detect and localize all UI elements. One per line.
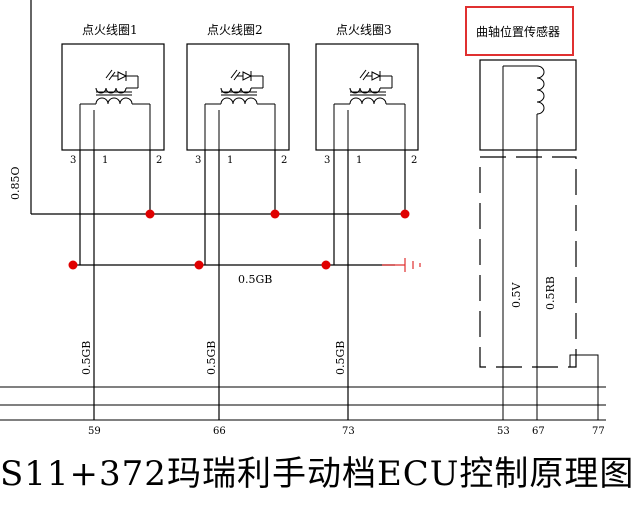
coil-label: 点火线圈3	[336, 23, 392, 37]
coil-windings-icon	[349, 69, 393, 105]
coil-pin-3: 3	[70, 155, 76, 166]
coil-wires	[73, 150, 406, 420]
ecu-pin-77: 77	[592, 426, 605, 437]
coil-windings-icon	[95, 69, 139, 105]
coil-pin-3: 3	[324, 155, 330, 166]
coil-pin-2: 2	[411, 155, 417, 166]
coil-windings-icon	[220, 69, 264, 105]
coil-pin-1: 1	[227, 155, 233, 166]
ignition-coil-3: 点火线圈3 3 1 2	[315, 23, 419, 166]
ecu-connector-lines	[0, 386, 606, 421]
diagram-title: S11+372玛瑞利手动档ECU控制原理图	[0, 454, 634, 494]
junction-dots	[68, 209, 410, 270]
junction-dot	[145, 209, 155, 219]
wiring-diagram: 0.85O 点火线圈1 3 1 2 点火线圈2	[0, 0, 606, 437]
sensor-label: 曲轴位置传感器	[476, 24, 560, 39]
junction-dot	[68, 260, 78, 270]
drop-label-2: 0.5GB	[205, 341, 218, 375]
ecu-pin-59: 59	[88, 426, 101, 437]
feed-wire-label: 0.85O	[9, 166, 22, 200]
coil-pin-3: 3	[195, 155, 201, 166]
coil-pin-1: 1	[356, 155, 362, 166]
sensor-coil-icon	[536, 65, 545, 115]
coil-pin-2: 2	[156, 155, 162, 166]
sensor-wire-label-1: 0.5V	[510, 282, 523, 308]
junction-dot	[194, 260, 204, 270]
coil-pin-2: 2	[281, 155, 287, 166]
ground-symbol-icon	[382, 258, 421, 272]
drop-label-1: 0.5GB	[80, 341, 93, 375]
sensor-highlight-box	[465, 6, 574, 56]
coil-pin-1: 1	[102, 155, 108, 166]
sensor-shield	[479, 156, 577, 368]
ecu-pin-66: 66	[213, 426, 226, 437]
ecu-pin-67: 67	[532, 426, 545, 437]
sensor-wire-label-2: 0.5RB	[544, 276, 557, 310]
ignition-coil-1: 点火线圈1 3 1 2	[61, 23, 165, 166]
ground-bus-label: 0.5GB	[238, 273, 272, 286]
ignition-coil-2: 点火线圈2 3 1 2	[186, 23, 290, 166]
junction-dot	[270, 209, 280, 219]
drop-label-3: 0.5GB	[334, 341, 347, 375]
ecu-pin-53: 53	[497, 426, 510, 437]
junction-dot	[321, 260, 331, 270]
coil-label: 点火线圈2	[207, 23, 263, 37]
coil-label: 点火线圈1	[82, 23, 138, 37]
ecu-pin-73: 73	[342, 426, 355, 437]
junction-dot	[400, 209, 410, 219]
crank-position-sensor: 曲轴位置传感器 0.5V 0.5RB	[465, 6, 599, 420]
